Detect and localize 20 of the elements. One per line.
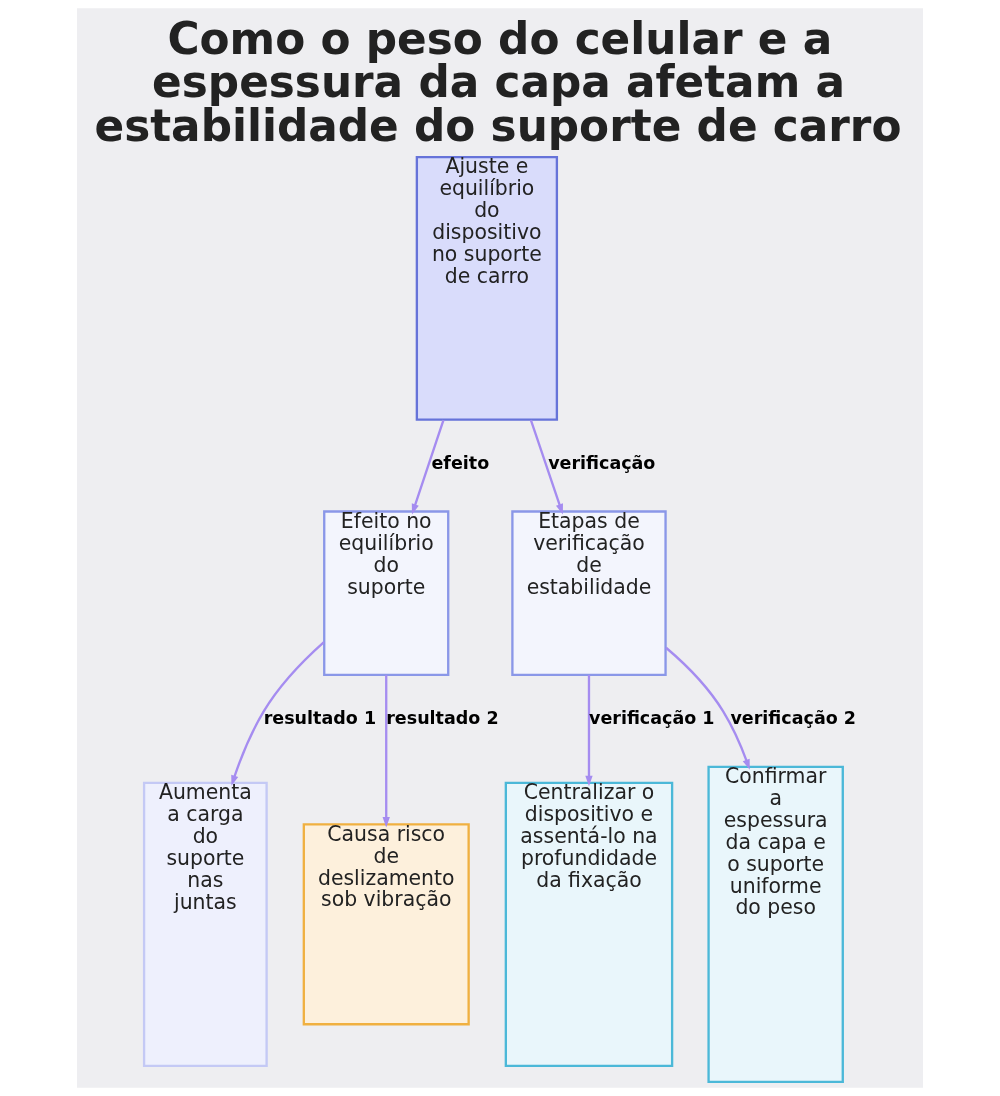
node-box: Centralizar o dispositivo e assentá-lo na profundidade da fixação <box>504 781 674 1067</box>
node-box: Causa risco de deslizamento sob vibração <box>302 823 470 1026</box>
node-box: Aumenta a carga do suporte nas juntas <box>142 781 268 1067</box>
diagram-title: Como o peso do celular e a espessura da capa afetam a estabilidade do suporte de carro <box>94 12 902 152</box>
arrow <box>665 646 750 770</box>
node-box: Ajuste e equilíbrio do dispositivo no suporte de carro <box>415 155 559 421</box>
arrow <box>382 674 390 828</box>
edge-label: verificação 1 <box>588 707 715 728</box>
node-box: Etapas de verificação de estabilidade <box>511 510 667 677</box>
arrow <box>585 674 593 787</box>
edge-label: verificação <box>548 452 656 473</box>
node-box: Confirmar a espessura da capa e o suporte uniforme do peso <box>707 765 844 1084</box>
arrow <box>529 419 563 515</box>
edge-label: verificação 2 <box>730 707 857 728</box>
edge-label: resultado 1 <box>263 707 377 728</box>
arrow <box>411 419 445 515</box>
edge-label: efeito <box>431 452 490 473</box>
edge-label: resultado 2 <box>386 707 499 728</box>
node-box: Efeito no equilíbrio do suporte <box>323 510 450 677</box>
arrow <box>231 641 325 786</box>
